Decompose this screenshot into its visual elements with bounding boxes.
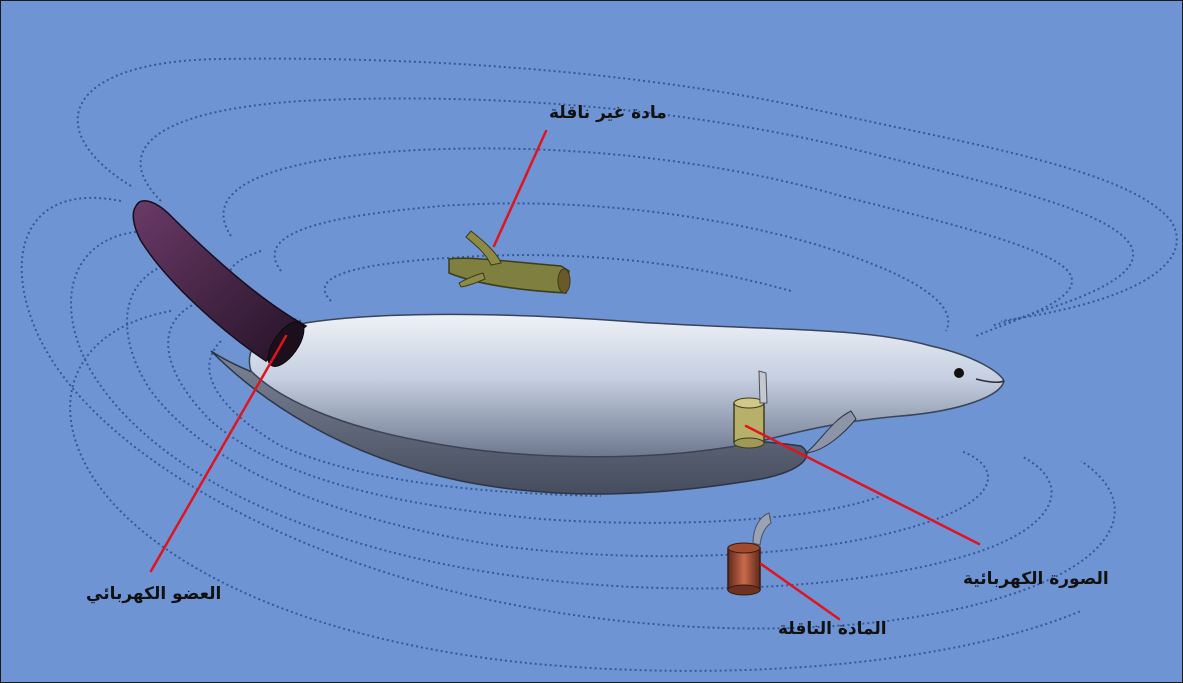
label-electric-organ: العضو الكهربائي [86, 586, 221, 603]
label-conductive-material: المادة الناقلة [778, 621, 887, 638]
leader-line-conductor [761, 564, 839, 619]
leader-line-electric-image [746, 426, 979, 544]
fish-eye [954, 368, 964, 378]
label-non-conductive-material: مادة غير ناقلة [549, 105, 667, 122]
field-line [141, 98, 1134, 326]
non-conductive-object [449, 231, 570, 293]
label-electric-image: الصورة الكهربائية [963, 571, 1109, 588]
leader-line-electric-organ [151, 336, 286, 571]
field-line [275, 203, 949, 331]
conductive-object [728, 513, 771, 595]
